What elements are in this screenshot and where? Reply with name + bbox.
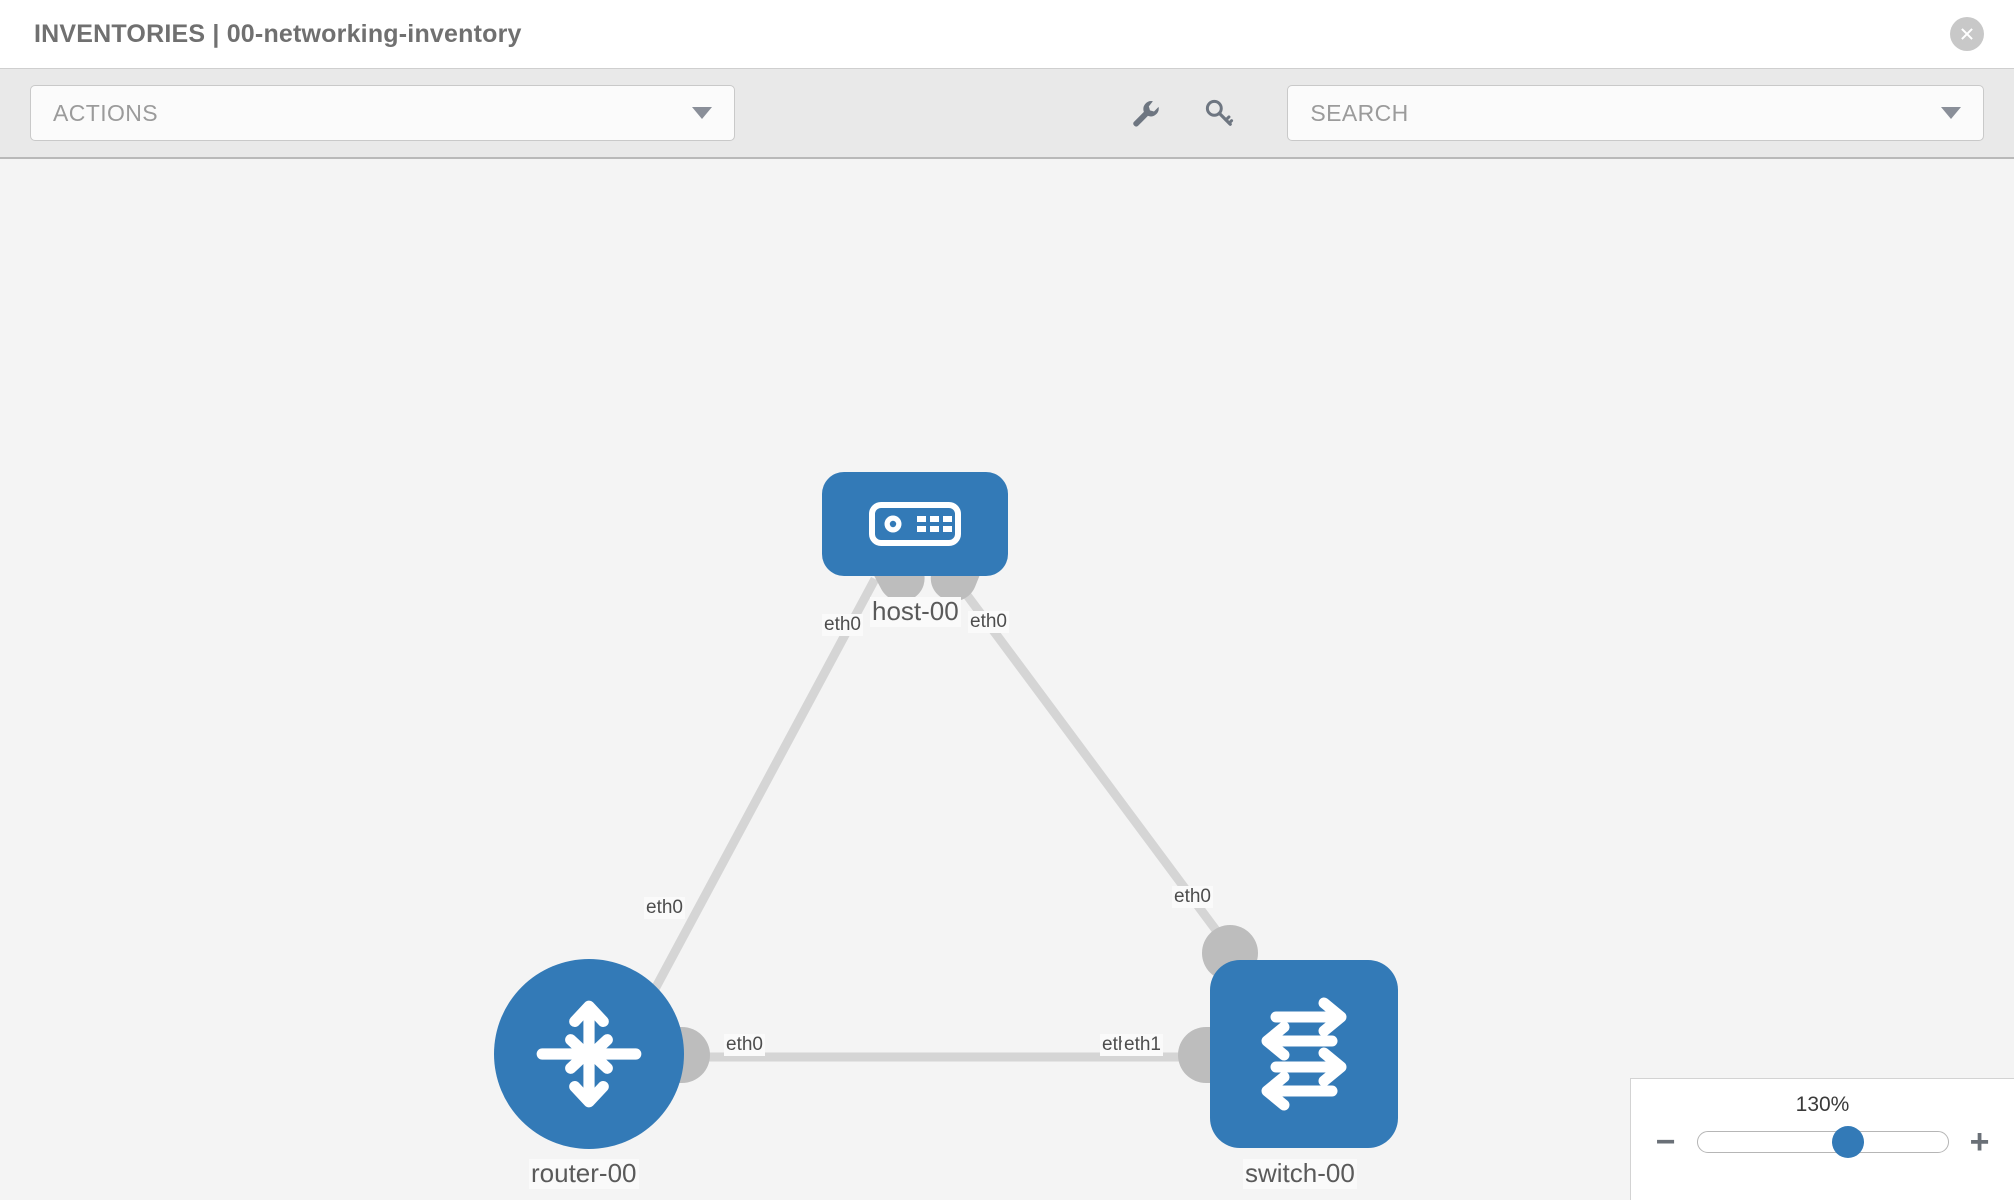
zoom-level-value: 130% — [1795, 1093, 1850, 1116]
server-icon — [869, 502, 961, 546]
topology-node-router-00[interactable] — [494, 959, 684, 1149]
zoom-slider-handle[interactable] — [1831, 1126, 1864, 1158]
toolbar-icon-group — [1125, 93, 1239, 133]
page-title: INVENTORIES | 00-networking-inventory — [34, 19, 522, 48]
actions-dropdown-label: ACTIONS — [53, 99, 159, 126]
search-field[interactable] — [1287, 85, 1984, 141]
wrench-icon[interactable] — [1125, 93, 1165, 133]
zoom-slider-track[interactable] — [1696, 1126, 1949, 1158]
topology-canvas[interactable]: host-00 eth0 eth0 — [0, 159, 2014, 1200]
zoom-in-button[interactable]: + — [1969, 1123, 1990, 1161]
iface-label-host-left: eth0 — [822, 614, 863, 636]
iface-label-router-right: eth0 — [724, 1034, 765, 1056]
iface-label-switch-up: eth0 — [1172, 886, 1213, 908]
chevron-down-icon[interactable] — [1941, 107, 1961, 119]
key-icon[interactable] — [1199, 93, 1239, 133]
node-label-router-00: router-00 — [529, 1158, 639, 1189]
node-label-host-00: host-00 — [870, 596, 961, 627]
iface-label-host-right: eth0 — [968, 611, 1009, 633]
switch-arrows-icon — [1261, 997, 1347, 1111]
actions-dropdown[interactable]: ACTIONS — [30, 85, 736, 141]
zoom-out-button[interactable]: − — [1655, 1123, 1676, 1161]
topology-links — [651, 576, 1234, 1062]
topology-node-host-00[interactable] — [822, 472, 1008, 576]
router-arrows-icon — [536, 1000, 642, 1108]
search-input[interactable] — [1310, 99, 1961, 127]
zoom-slider-row: − + — [1631, 1123, 2014, 1161]
iface-label-router-up: eth0 — [644, 897, 685, 919]
chevron-down-icon — [692, 107, 713, 119]
close-icon[interactable] — [1950, 17, 1984, 51]
topology-node-switch-00[interactable] — [1210, 960, 1398, 1148]
zoom-control-panel: 130% − + — [1630, 1078, 2014, 1200]
iface-label-switch-left: eth1 — [1122, 1034, 1163, 1056]
page-header: INVENTORIES | 00-networking-inventory — [0, 0, 2014, 68]
node-label-switch-00: switch-00 — [1243, 1158, 1357, 1189]
toolbar: ACTIONS — [0, 68, 2014, 159]
